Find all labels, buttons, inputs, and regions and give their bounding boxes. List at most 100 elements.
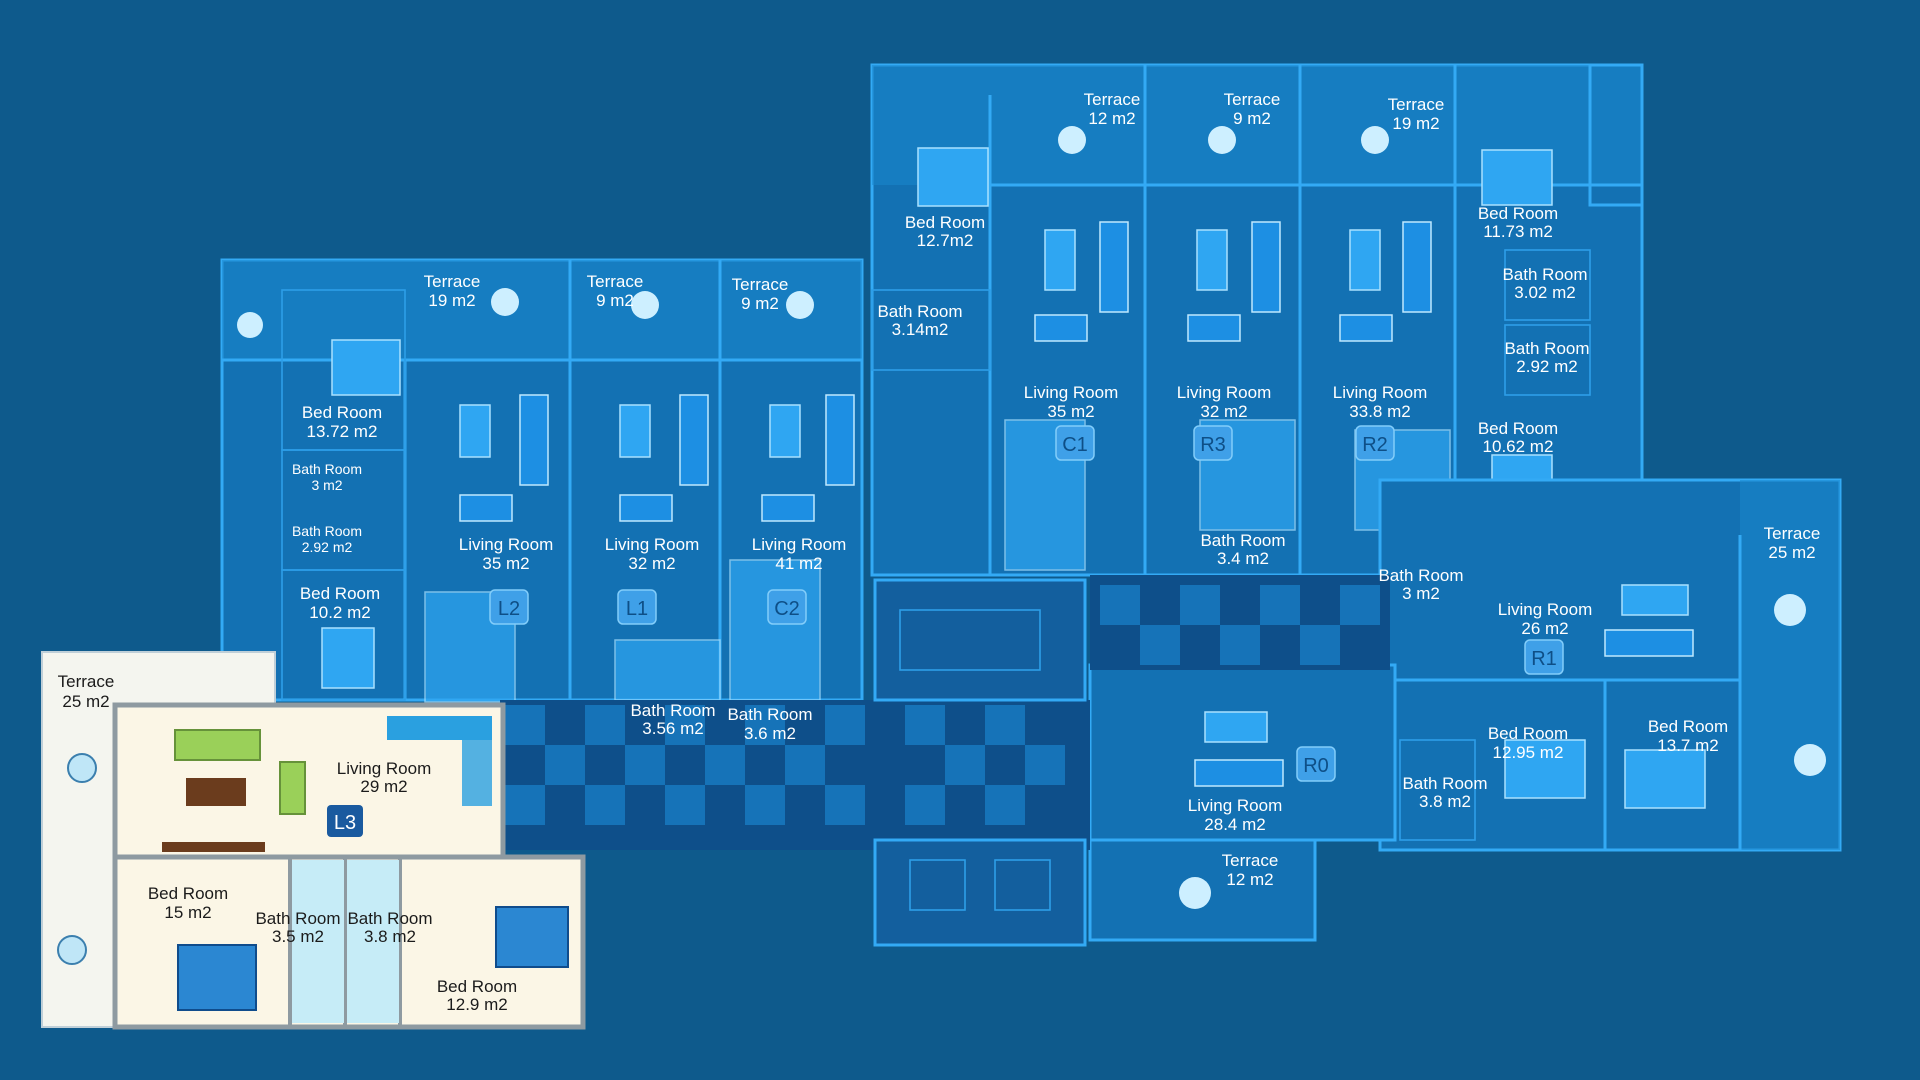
svg-text:3 m2: 3 m2 [311, 477, 342, 493]
l2-living-area: 35 m2 [482, 554, 529, 573]
badge-r3[interactable]: R3 [1193, 425, 1233, 461]
svg-text:Living Room: Living Room [1024, 383, 1119, 402]
badge-l2[interactable]: L2 [489, 589, 529, 625]
svg-text:3 m2: 3 m2 [1402, 584, 1440, 603]
svg-text:25 m2: 25 m2 [62, 692, 109, 711]
r1-bath2-label: Bath Room [1402, 774, 1487, 793]
c2-terrace-label: Terrace [732, 275, 789, 294]
r1-living-label: Living Room [1498, 600, 1593, 619]
svg-text:Bath Room: Bath Room [347, 909, 432, 928]
svg-text:Bed Room: Bed Room [148, 884, 228, 903]
svg-text:Bed Room: Bed Room [1478, 419, 1558, 438]
c1-terrace-area: 12 m2 [1088, 109, 1135, 128]
svg-text:R3: R3 [1200, 434, 1226, 456]
svg-text:Living Room: Living Room [1188, 796, 1283, 815]
r0-terrace-label: Terrace [1222, 851, 1279, 870]
badge-c1[interactable]: C1 [1055, 425, 1095, 461]
svg-text:41 m2: 41 m2 [775, 554, 822, 573]
l2-terrace-label: Terrace [424, 272, 481, 291]
l3-bed1-area: 15 m2 [164, 903, 211, 922]
l3-bath1-area: 3.5 m2 [272, 927, 324, 946]
badge-c2[interactable]: C2 [767, 589, 807, 625]
r0-living-area: 28.4 m2 [1204, 815, 1265, 834]
l3-bath1-label: Bath Room [255, 909, 340, 928]
l3-terrace-area: 25 m2 [62, 692, 109, 711]
badge-l3[interactable]: L3 [327, 805, 363, 837]
r3-terrace-area: 9 m2 [1233, 109, 1271, 128]
svg-text:Terrace: Terrace [587, 272, 644, 291]
l2-bed2-area: 10.2 m2 [309, 603, 370, 622]
r3-living-label: Living Room [1177, 383, 1272, 402]
svg-text:Terrace: Terrace [1764, 524, 1821, 543]
badge-r1[interactable]: R1 [1524, 639, 1564, 675]
svg-text:Bath Room: Bath Room [292, 523, 362, 539]
l1-living-area: 32 m2 [628, 554, 675, 573]
svg-text:Bed Room: Bed Room [302, 403, 382, 422]
svg-text:Terrace: Terrace [1388, 95, 1445, 114]
r2-bath1-label: Bath Room [1502, 265, 1587, 284]
svg-text:Bed Room: Bed Room [437, 977, 517, 996]
c2-living-label: Living Room [752, 535, 847, 554]
l2-bed1-label: Bed Room [302, 403, 382, 422]
svg-text:35 m2: 35 m2 [482, 554, 529, 573]
svg-text:3.8 m2: 3.8 m2 [1419, 792, 1471, 811]
svg-text:Bed Room: Bed Room [905, 213, 985, 232]
svg-text:9 m2: 9 m2 [596, 291, 634, 310]
svg-text:13.72 m2: 13.72 m2 [307, 422, 378, 441]
svg-text:Terrace: Terrace [732, 275, 789, 294]
r2-terrace-label: Terrace [1388, 95, 1445, 114]
svg-text:35 m2: 35 m2 [1047, 402, 1094, 421]
svg-text:Terrace: Terrace [424, 272, 481, 291]
r2-living-area: 33.8 m2 [1349, 402, 1410, 421]
svg-text:L3: L3 [334, 812, 356, 834]
r1-living-area: 26 m2 [1521, 619, 1568, 638]
l1-terrace-area: 9 m2 [596, 291, 634, 310]
l2-terrace-area: 19 m2 [428, 291, 475, 310]
svg-text:Bath Room: Bath Room [630, 701, 715, 720]
r1-bed2-area: 13.7 m2 [1657, 736, 1718, 755]
svg-text:3.14m2: 3.14m2 [892, 320, 949, 339]
l2-bed2-label: Bed Room [300, 584, 380, 603]
apartment-l3[interactable] [41, 651, 586, 1030]
svg-text:L2: L2 [498, 598, 520, 620]
l2-bath1-label: Bath Room [292, 461, 362, 477]
svg-text:9 m2: 9 m2 [1233, 109, 1271, 128]
svg-text:33.8 m2: 33.8 m2 [1349, 402, 1410, 421]
l2-bath1-area: 3 m2 [311, 477, 342, 493]
c2-bath-label: Bath Room [727, 705, 812, 724]
r3-terrace-label: Terrace [1224, 90, 1281, 109]
l1-terrace-label: Terrace [587, 272, 644, 291]
l2-bath2-area: 2.92 m2 [302, 539, 353, 555]
svg-text:Living Room: Living Room [337, 759, 432, 778]
left-wing [220, 258, 864, 703]
c1-bath-area: 3.14m2 [892, 320, 949, 339]
svg-text:Living Room: Living Room [752, 535, 847, 554]
badge-r0[interactable]: R0 [1296, 746, 1336, 782]
svg-text:25 m2: 25 m2 [1768, 543, 1815, 562]
svg-text:29 m2: 29 m2 [360, 777, 407, 796]
svg-text:19 m2: 19 m2 [1392, 114, 1439, 133]
svg-text:Bath Room: Bath Room [255, 909, 340, 928]
svg-text:Bath Room: Bath Room [877, 302, 962, 321]
svg-text:Terrace: Terrace [1222, 851, 1279, 870]
l2-living-label: Living Room [459, 535, 554, 554]
badge-l1[interactable]: L1 [617, 589, 657, 625]
r1-bed1-area: 12.95 m2 [1493, 743, 1564, 762]
svg-text:Bed Room: Bed Room [1488, 724, 1568, 743]
svg-text:3.4 m2: 3.4 m2 [1217, 549, 1269, 568]
r2-bath1-area: 3.02 m2 [1514, 283, 1575, 302]
svg-text:L1: L1 [626, 598, 648, 620]
svg-text:Bath Room: Bath Room [1402, 774, 1487, 793]
svg-text:12.7m2: 12.7m2 [917, 231, 974, 250]
svg-text:19 m2: 19 m2 [428, 291, 475, 310]
svg-text:13.7 m2: 13.7 m2 [1657, 736, 1718, 755]
r1-terrace-area: 25 m2 [1768, 543, 1815, 562]
badge-r2[interactable]: R2 [1355, 425, 1395, 461]
svg-text:Bath Room: Bath Room [727, 705, 812, 724]
svg-text:32 m2: 32 m2 [1200, 402, 1247, 421]
l3-terrace-label: Terrace [58, 672, 115, 691]
svg-text:R2: R2 [1362, 434, 1388, 456]
svg-text:Bath Room: Bath Room [1502, 265, 1587, 284]
svg-text:Terrace: Terrace [1224, 90, 1281, 109]
